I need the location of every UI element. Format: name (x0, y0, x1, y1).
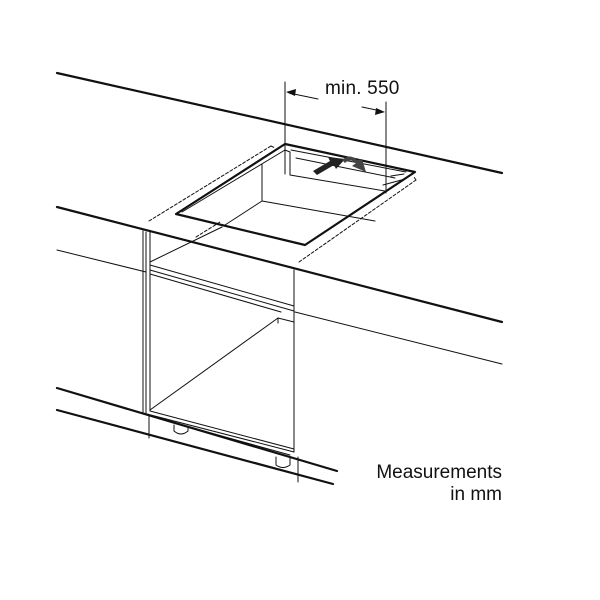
caption-line-2: in mm (450, 484, 502, 505)
plinth-bottom-line (55, 408, 335, 486)
caption-line-1: Measurements (376, 462, 502, 483)
worktop-cutout (174, 142, 417, 247)
measurement-units-caption: Measurements in mm (376, 462, 502, 506)
cabinet-foot-right (275, 456, 291, 468)
worktop-underside-edge (56, 249, 147, 273)
cooktop-outline-inner-front (195, 221, 221, 238)
cutout-inner-walls (181, 149, 407, 226)
worktop-back-edge (55, 71, 504, 175)
base-cabinet (142, 226, 299, 483)
airflow-arrows-icon (313, 156, 366, 175)
worktop-front-edge (55, 205, 504, 324)
arrow-left-icon (286, 89, 296, 96)
cooktop-outline-left (148, 145, 272, 222)
cooktop-outline-dashed (148, 145, 417, 263)
worktop-underside-edge-right (294, 311, 503, 365)
dimension-label: min. 550 (325, 78, 400, 99)
plinth (55, 386, 339, 486)
cooktop-outline-front (298, 179, 417, 263)
arrow-right-icon (375, 108, 385, 115)
worktop (55, 71, 504, 365)
cabinet-foot-left (173, 424, 189, 435)
